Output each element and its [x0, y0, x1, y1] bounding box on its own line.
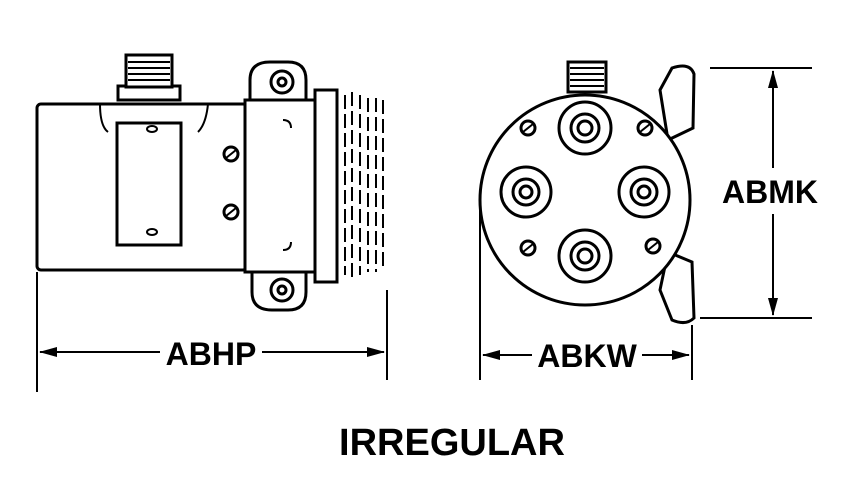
diagram-title: IRREGULAR: [339, 422, 565, 464]
dimension-abhp: [36, 272, 388, 392]
screws: [519, 119, 662, 257]
ports: [499, 100, 671, 284]
side-view: [35, 53, 384, 312]
dimension-label-abmk: ABMK: [722, 174, 818, 210]
ear-top-right: [658, 64, 696, 143]
dimension-label-abkw: ABKW: [537, 338, 637, 374]
dimension-abmk: [700, 67, 812, 319]
dimension-abkw: [479, 210, 693, 380]
nameplate: [115, 121, 183, 247]
ear-bottom-right: [658, 249, 696, 325]
front-view: [478, 60, 696, 325]
connector: [566, 60, 608, 94]
ribs: [344, 92, 384, 278]
dimension-label-abhp: ABHP: [166, 336, 257, 372]
connector: [116, 53, 182, 102]
